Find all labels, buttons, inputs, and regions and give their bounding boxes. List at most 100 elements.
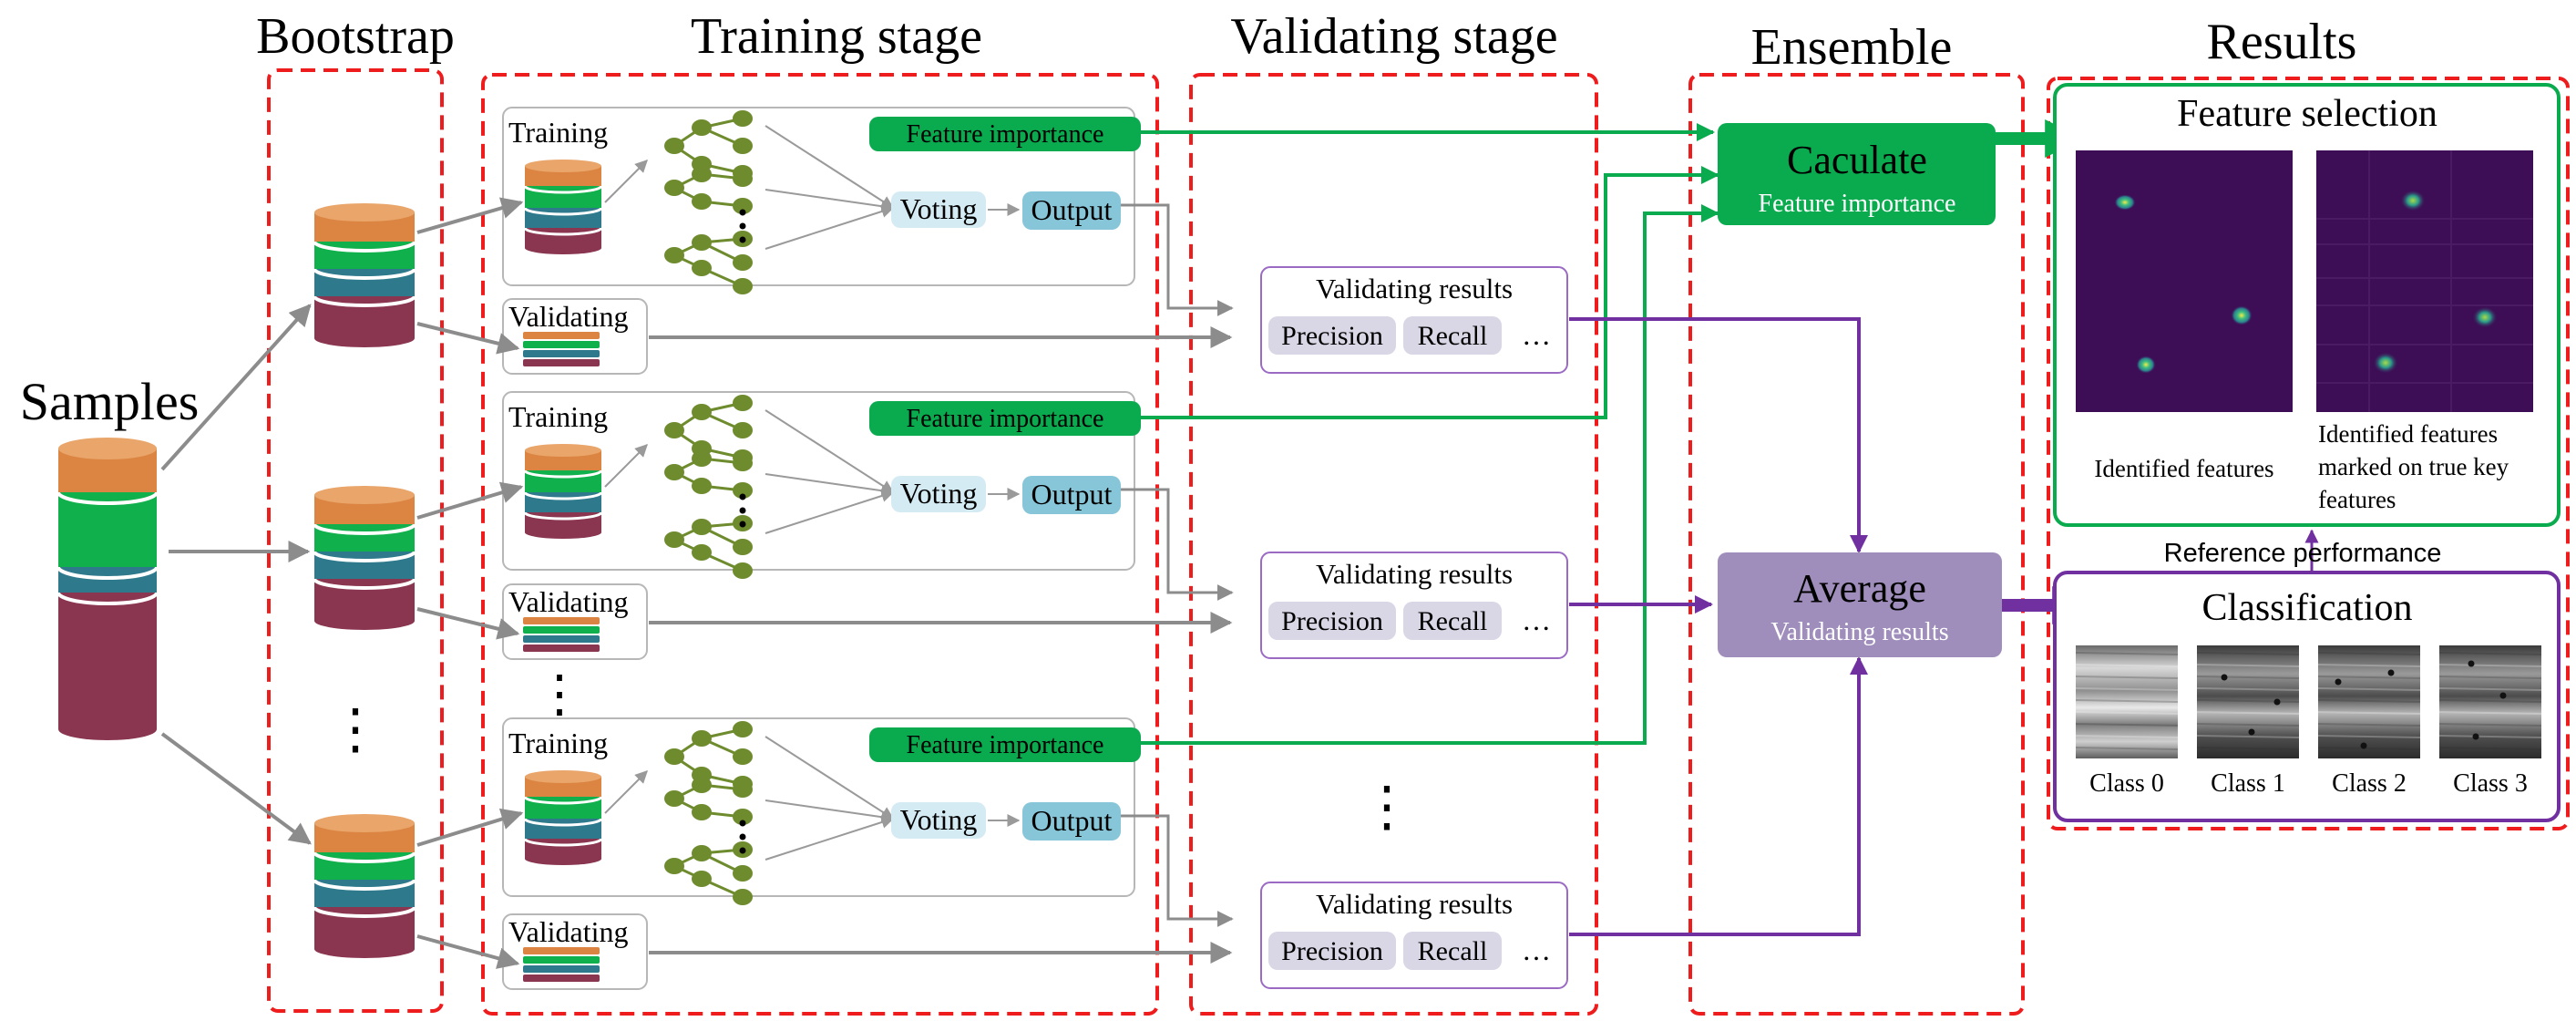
tree-ellipsis-dot <box>739 222 746 230</box>
arrow-val3-to-average <box>1569 656 1868 936</box>
arrow-tree-to-voting <box>765 799 895 824</box>
precision-label: Precision <box>1281 321 1383 351</box>
validating-label: Validating <box>508 585 629 618</box>
arrow-output-to-validating-results <box>1121 814 1234 927</box>
validating-stage-frame <box>1189 73 1598 1016</box>
bootstrap-cylinder-3 <box>313 814 416 958</box>
training-cylinder <box>523 444 603 539</box>
header-validating-stage: Validating stage <box>1230 8 1557 65</box>
bootstrap-ellipsis: ⋮ <box>328 699 383 759</box>
marked-features-caption-line1: Identified features <box>2318 420 2498 448</box>
identified-features-caption: Identified features <box>2094 455 2273 482</box>
validating-stack <box>523 332 600 366</box>
class-label-1: Class 1 <box>2211 769 2285 798</box>
marked-features-caption-line3: features <box>2318 486 2396 513</box>
arrow-bootstrap-to-validating <box>416 607 520 640</box>
validating-label: Validating <box>508 915 629 948</box>
recall-label: Recall <box>1418 606 1488 636</box>
validating-stack <box>523 947 600 982</box>
training-cylinder <box>523 160 603 254</box>
arrow-bootstrap-to-training <box>416 808 524 847</box>
average-box: Average Validating results <box>1718 552 2002 657</box>
arrow-tree-to-voting <box>765 736 895 820</box>
feature-importance-pill <box>869 117 1141 151</box>
more-metrics-ellipsis: … <box>1522 933 1551 966</box>
output-label: Output <box>1031 478 1113 510</box>
header-results: Results <box>2207 14 2357 70</box>
arrow-samples-to-bootstrap-1 <box>160 304 312 471</box>
voting-box <box>891 191 986 228</box>
arrow-fi2-to-caculate <box>1141 166 1719 419</box>
reference-performance-label: Reference performance <box>2164 539 2442 568</box>
arrow-tree-to-voting <box>765 125 895 209</box>
samples-label: Samples <box>20 372 200 431</box>
header-training-stage: Training stage <box>691 8 982 65</box>
arrow-tree-to-voting <box>765 409 895 493</box>
feature-importance-label: Feature importance <box>907 120 1104 149</box>
precision-label: Precision <box>1281 936 1383 966</box>
arrow-tree-to-voting <box>765 189 895 213</box>
arrow-bootstrap-to-validating <box>416 322 520 355</box>
training-stage-frame <box>481 73 1159 1016</box>
arrow-tree-to-voting <box>765 205 895 250</box>
voting-label: Voting <box>900 803 978 836</box>
decision-tree <box>664 231 753 294</box>
class-sample-3: Class 3 <box>2438 645 2542 798</box>
decision-tree <box>664 777 753 825</box>
validating-ellipsis: ⋮ <box>1360 777 1414 837</box>
caculate-box: Caculate Feature importance <box>1718 123 1996 225</box>
tree-ellipsis-dot <box>739 847 746 854</box>
arrow-output-to-validating-results <box>1121 203 1234 316</box>
more-metrics-ellipsis: … <box>1522 318 1551 351</box>
header-bootstrap: Bootstrap <box>256 8 455 65</box>
precision-pill <box>1268 602 1396 640</box>
header-ensemble: Ensemble <box>1751 19 1953 76</box>
tree-ellipsis-dot <box>739 820 746 827</box>
feature-importance-pill <box>869 727 1141 762</box>
average-subtitle: Validating results <box>1770 618 1948 646</box>
caculate-title: Caculate <box>1787 138 1927 182</box>
decision-tree <box>664 515 753 579</box>
arrow-samples-to-bootstrap-3 <box>160 732 312 845</box>
bootstrap-cylinder-1 <box>313 203 416 347</box>
arrow-data-to-trees <box>604 770 648 814</box>
feature-selection-title: Feature selection <box>2177 93 2437 135</box>
validating-label: Validating <box>508 300 629 333</box>
arrow-data-to-trees <box>604 444 648 488</box>
arrow-bootstrap-to-training <box>416 481 524 520</box>
feature-importance-label: Feature importance <box>907 405 1104 433</box>
marked-features-heatmap <box>2316 150 2533 412</box>
output-box <box>1022 476 1121 514</box>
validating-stack <box>523 617 600 652</box>
voting-label: Voting <box>900 477 978 510</box>
class-label-3: Class 3 <box>2453 769 2528 798</box>
recall-pill <box>1403 932 1502 970</box>
arrow-data-to-trees <box>604 160 648 203</box>
recall-label: Recall <box>1418 321 1488 351</box>
arrow-tree-to-voting <box>765 490 895 534</box>
output-box <box>1022 802 1121 841</box>
samples-cylinder <box>56 438 159 740</box>
results-frame <box>2047 77 2570 830</box>
training-ellipsis: ⋮ <box>534 666 585 723</box>
feature-selection-panel: Feature selection Identified features Id… <box>2053 83 2561 527</box>
arrow-tree-to-voting <box>765 816 895 861</box>
caculate-subtitle: Feature importance <box>1759 190 1956 218</box>
training-cylinder <box>523 770 603 865</box>
tree-ellipsis-dot <box>739 493 746 500</box>
arrow-fi3-to-caculate <box>1141 204 1719 745</box>
class-sample-0: Class 0 <box>2075 645 2179 798</box>
tree-ellipsis-dot <box>739 507 746 514</box>
arrow-output-to-validating-results <box>1121 488 1234 601</box>
decision-tree <box>664 166 753 214</box>
recall-label: Recall <box>1418 936 1488 966</box>
class-sample-1: Class 1 <box>2196 645 2300 798</box>
training-label: Training <box>508 400 608 433</box>
recall-pill <box>1403 316 1502 355</box>
